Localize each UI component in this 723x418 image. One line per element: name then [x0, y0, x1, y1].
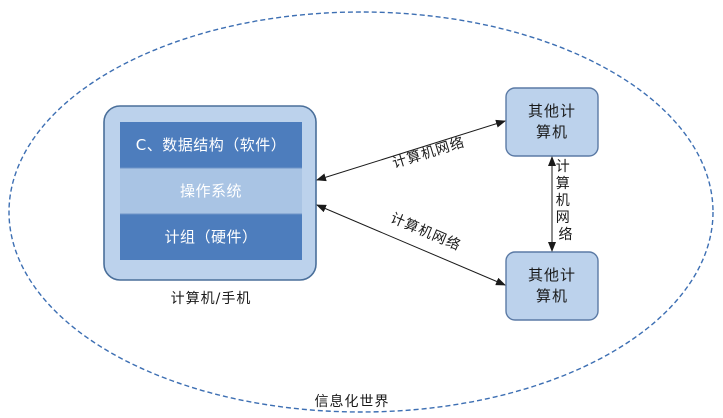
vertical-label-char: 网: [556, 210, 571, 226]
computer-label: 计算机/手机: [171, 291, 252, 307]
network-link-bottom: [316, 204, 506, 286]
other-computer-node-bottom: [505, 251, 599, 321]
vertical-label-char: 络: [559, 227, 574, 243]
other-computer-top-line2: 算机: [536, 123, 568, 141]
other-computer-bottom-line2: 算机: [536, 287, 568, 305]
other-computer-bottom-line1: 其他计: [528, 266, 576, 284]
software-layer: [120, 122, 302, 168]
hardware-layer-label: 计组（硬件）: [164, 228, 257, 246]
os-layer-label: 操作系统: [180, 182, 242, 200]
vertical-label-char: 计: [556, 159, 571, 175]
network-link-top-label: 计算机网络: [391, 135, 467, 172]
hardware-layer: [120, 214, 302, 260]
other-computer-node-top: [505, 87, 599, 157]
information-world-label: 信息化世界: [315, 393, 390, 410]
network-link-vertical-label: 计 算 机 网 络: [556, 159, 576, 243]
vertical-label-char: 机: [556, 193, 571, 209]
os-layer: [120, 168, 302, 214]
network-link-top: [316, 119, 506, 182]
network-link-bottom-label: 计算机网络: [388, 210, 463, 254]
vertical-label-char: 算: [556, 176, 571, 192]
other-computer-top-line1: 其他计: [528, 102, 576, 120]
information-world-boundary: [8, 11, 714, 413]
software-layer-label: C、数据结构（软件）: [136, 136, 286, 154]
